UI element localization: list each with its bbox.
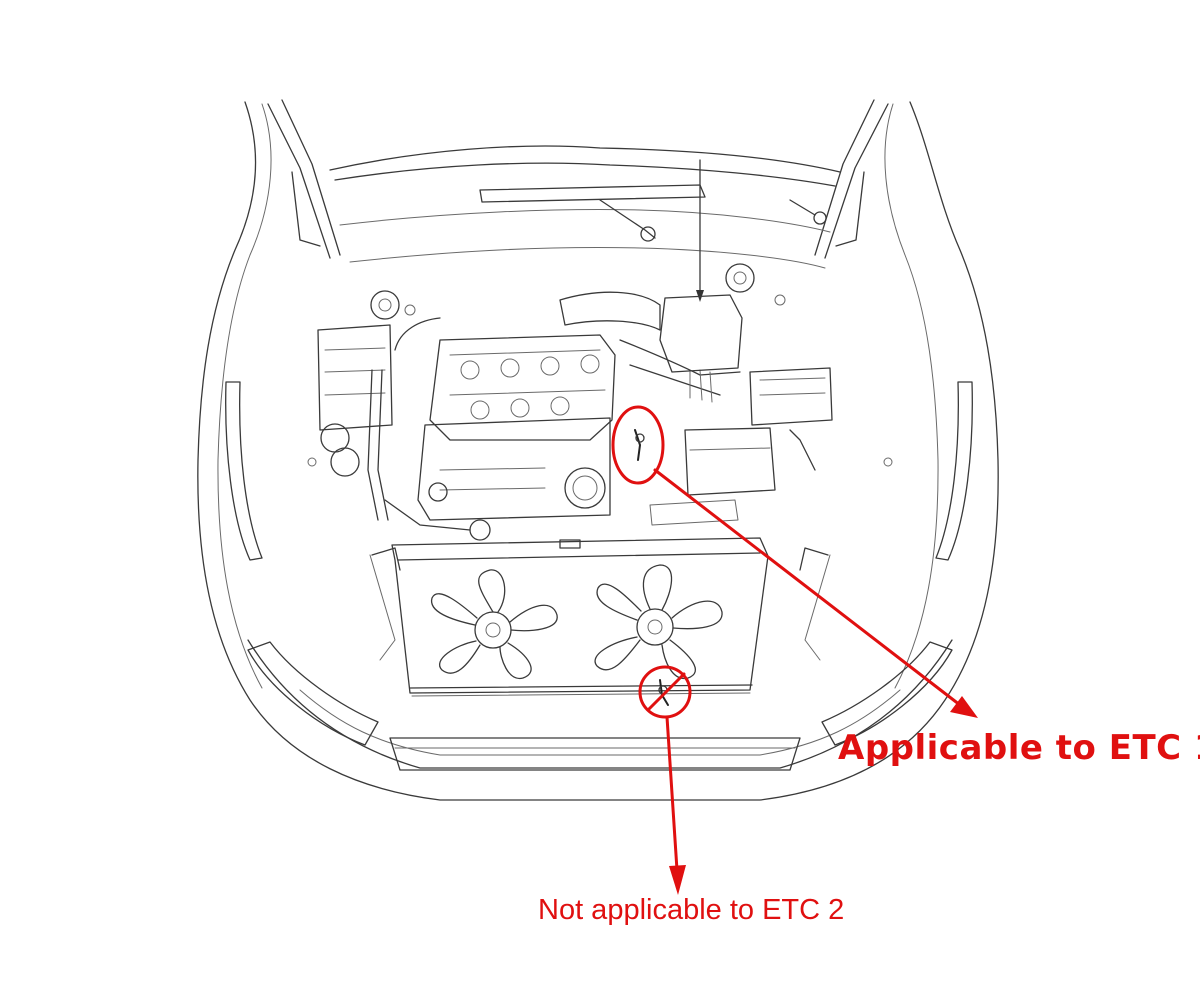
applicable-label: Applicable to ETC 1 xyxy=(838,728,1200,768)
arrowhead-etc2 xyxy=(669,865,686,895)
not-applicable-label: Not applicable to ETC 2 xyxy=(538,894,845,926)
arrowhead-etc1 xyxy=(950,696,978,718)
radiator-fan-assembly xyxy=(391,537,769,706)
car-body-outline xyxy=(197,101,999,801)
right-fan xyxy=(594,564,723,679)
leader-line-etc1 xyxy=(653,468,962,707)
callout-not-applicable xyxy=(638,665,692,895)
prohibition-slash xyxy=(646,672,686,712)
leader-line-etc2 xyxy=(665,715,679,872)
highlight-circle-etc2 xyxy=(638,665,692,719)
engine-block xyxy=(317,291,833,541)
hood-and-cowl xyxy=(267,99,889,320)
callout-applicable xyxy=(611,405,978,718)
left-fan xyxy=(431,569,558,679)
highlight-circle-etc1 xyxy=(611,405,665,485)
